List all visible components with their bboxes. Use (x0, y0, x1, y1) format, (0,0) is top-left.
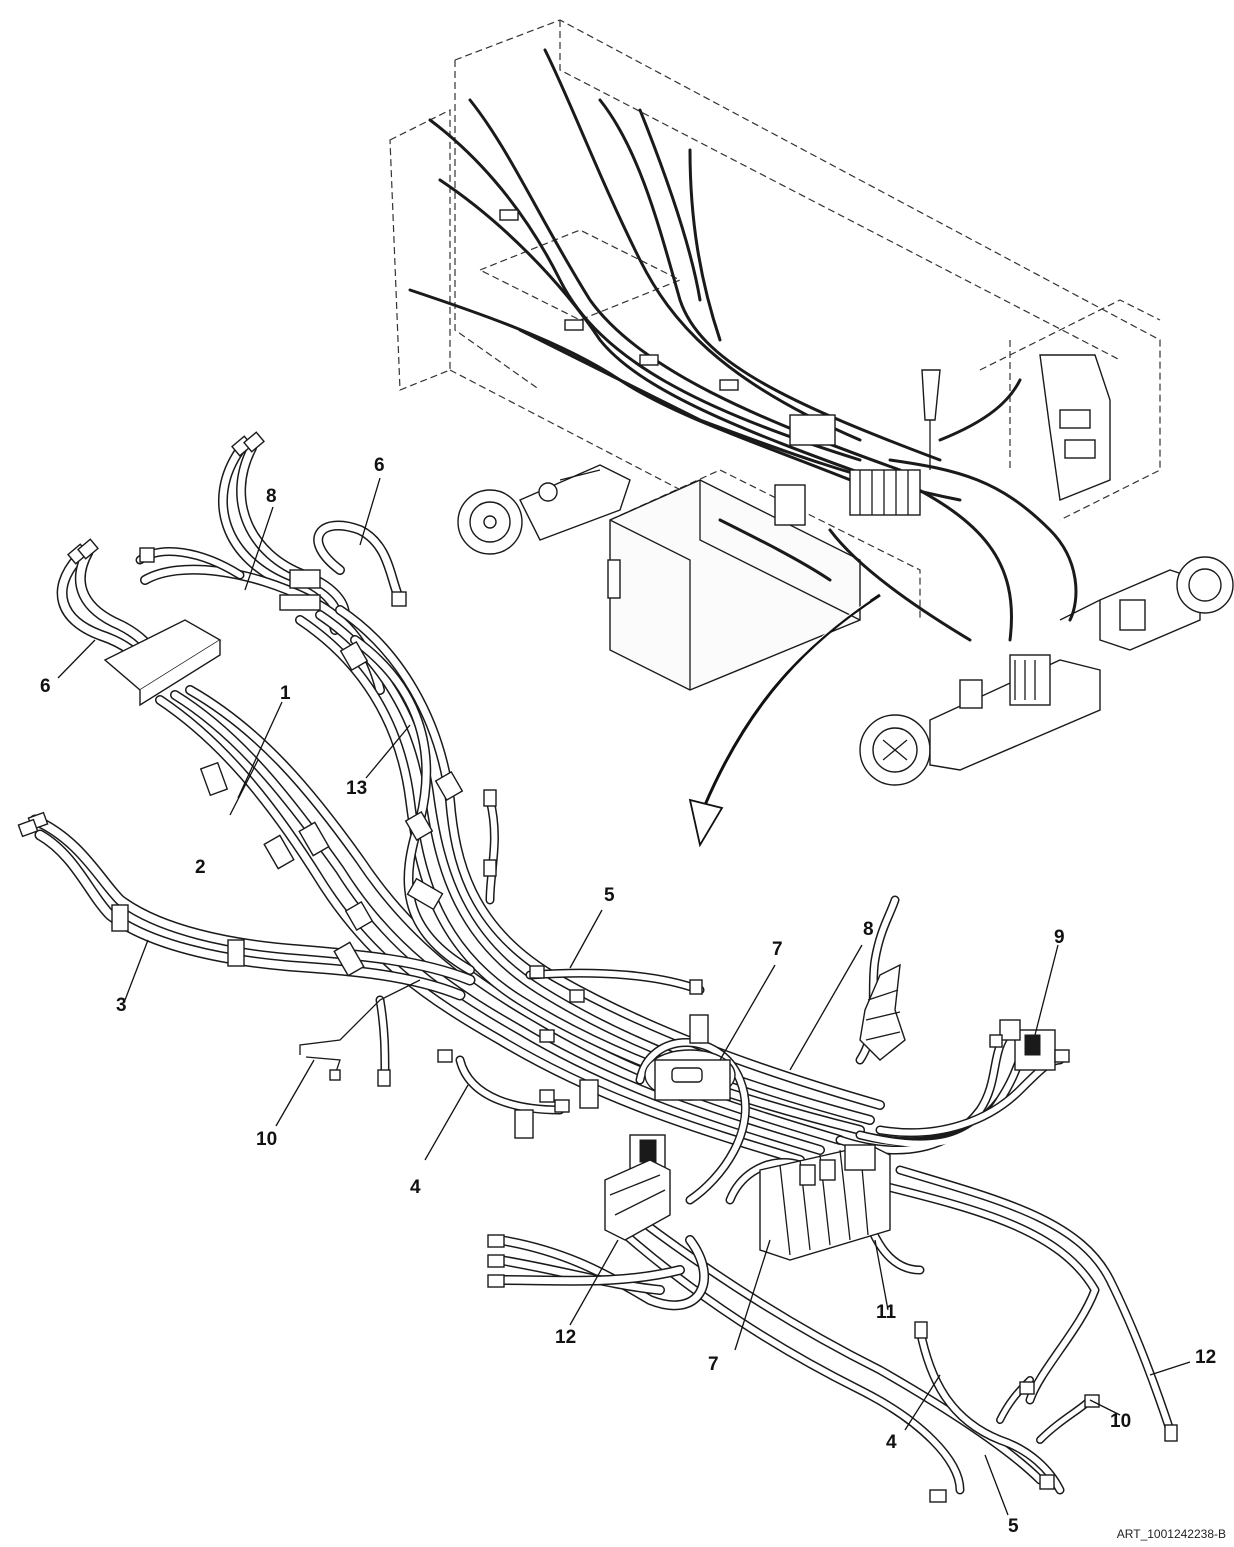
callout-11: 11 (876, 1302, 897, 1323)
callout-1: 1 (280, 683, 291, 704)
locator-hose-bundle (408, 48, 1078, 642)
rear-axle-locator (859, 556, 1234, 786)
callout-4-right: 4 (886, 1432, 897, 1453)
callout-12-left: 12 (555, 1327, 577, 1348)
frame-locator-view (389, 19, 1161, 691)
callout-5-upper: 5 (604, 885, 615, 906)
art-reference-number: ART_1001242238-B (1116, 1527, 1226, 1541)
callout-4-left: 4 (410, 1177, 421, 1198)
callout-12-right: 12 (1195, 1347, 1217, 1368)
hose-fittings (17, 431, 1178, 1503)
callout-7-upper: 7 (772, 939, 783, 960)
callout-10-left: 10 (256, 1129, 278, 1150)
callout-2: 2 (195, 857, 206, 878)
callout-9: 9 (1054, 927, 1065, 948)
front-axle-locator (457, 464, 631, 555)
explode-arrow (688, 593, 881, 848)
callout-8-left: 8 (266, 486, 277, 507)
callout-13: 13 (346, 778, 368, 799)
callout-6-top: 6 (374, 455, 385, 476)
leader-lines (57, 477, 1191, 1516)
callout-5-lower: 5 (1008, 1516, 1019, 1537)
callout-3: 3 (116, 995, 127, 1016)
exploded-hoses (29, 443, 1175, 1495)
callout-6-left: 6 (40, 676, 51, 697)
callout-8-right: 8 (863, 919, 874, 940)
callout-10-right: 10 (1110, 1411, 1132, 1432)
callout-7-lower: 7 (708, 1354, 719, 1375)
component-blocks (103, 569, 1056, 1261)
